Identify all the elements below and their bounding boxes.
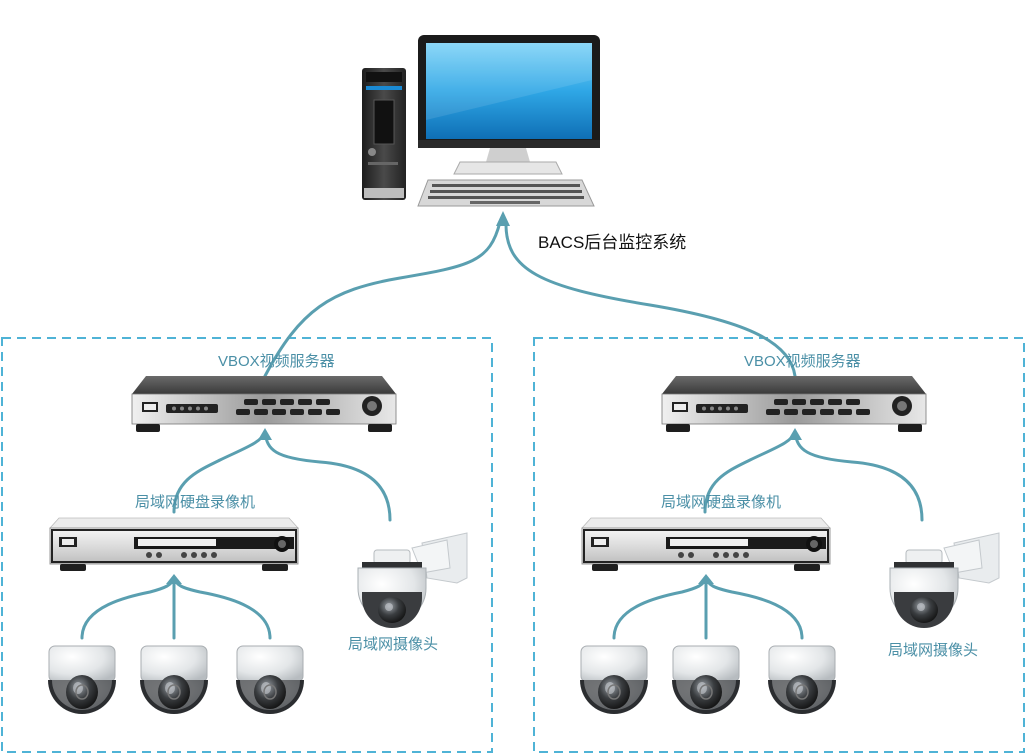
link-right-ptz-to-server	[793, 430, 924, 522]
dome-camera-right-1	[579, 645, 649, 715]
dome-camera-right-3	[767, 645, 837, 715]
nvr-right	[581, 517, 831, 572]
vbox-server-right	[661, 375, 927, 433]
connection-links	[80, 220, 924, 640]
vbox-server-left	[131, 375, 397, 433]
nvr-label-right: 局域网硬盘录像机	[661, 494, 782, 511]
dome-camera-right-2	[671, 645, 741, 715]
dome-camera-left-2	[139, 645, 209, 715]
nvr-label-left: 局域网硬盘录像机	[135, 494, 256, 511]
host-computer-icon	[362, 35, 600, 207]
ptz-camera-right	[889, 532, 1000, 629]
arrow-left-server	[258, 428, 272, 440]
link-right-cam1-to-nvr	[612, 576, 708, 640]
link-left-cam1-to-nvr	[80, 576, 176, 640]
arrowheads	[166, 211, 802, 584]
arrow-right-server	[788, 428, 802, 440]
nvr-left	[49, 517, 299, 572]
link-right-cam3-to-nvr	[704, 576, 804, 640]
arrow-host	[496, 211, 510, 226]
link-left-cam3-to-nvr	[172, 576, 272, 640]
host-label: BACS后台监控系统	[538, 233, 687, 252]
group-boundary-left	[1, 337, 493, 753]
link-left-server-to-host	[263, 220, 502, 378]
ptz-label-left: 局域网摄像头	[348, 636, 439, 653]
link-right-nvr-to-server	[703, 430, 797, 514]
link-right-server-to-host	[504, 220, 797, 378]
link-left-nvr-to-server	[172, 430, 267, 514]
group-boundary-right	[533, 337, 1025, 753]
arrow-right-nvr	[698, 574, 714, 584]
dome-camera-left-1	[47, 645, 117, 715]
ptz-camera-left	[357, 532, 468, 629]
server-label-left: VBOX视频服务器	[218, 353, 335, 370]
arrow-left-nvr	[166, 574, 182, 584]
server-label-right: VBOX视频服务器	[744, 353, 861, 370]
ptz-label-right: 局域网摄像头	[888, 642, 979, 659]
link-left-ptz-to-server	[263, 430, 392, 522]
dome-camera-left-3	[235, 645, 305, 715]
